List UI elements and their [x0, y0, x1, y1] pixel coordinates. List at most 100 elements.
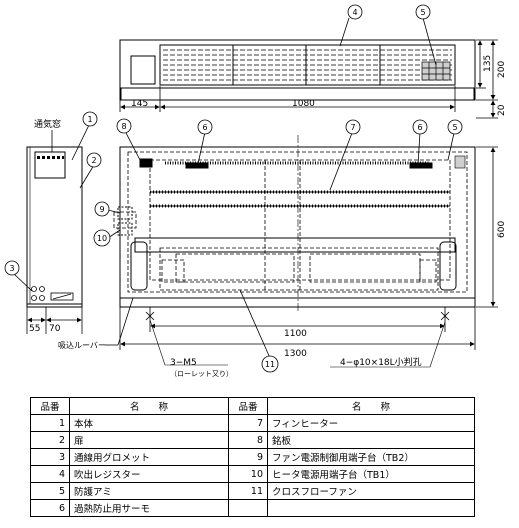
table-row: 3 通線用グロメット 9 ファン電源制御用端子台（TB2） [30, 448, 475, 466]
dim-55: 55 [29, 324, 40, 334]
part-no: 11 [228, 482, 268, 500]
terminal-block-tb1 [117, 222, 133, 236]
callout-6-left-text: 6 [202, 123, 207, 132]
col-part-no: 品番 [30, 397, 70, 415]
callout-2 [86, 152, 102, 168]
cross-flow-fan [134, 237, 456, 253]
col-part-name: 名 称 [69, 397, 229, 415]
callout-7-text: 7 [350, 123, 355, 132]
holes-label: 4−φ10×18L小判孔 [340, 356, 422, 368]
callout-8-text: 8 [121, 122, 126, 131]
callout-8 [116, 118, 132, 134]
dim-200: 200 [497, 61, 507, 78]
part-no: 1 [30, 414, 70, 432]
fin-heater [150, 190, 450, 208]
top-dimensions [119, 39, 498, 119]
outlet-register [159, 44, 456, 86]
dim-1100: 1100 [284, 329, 307, 339]
part-name: 本体 [69, 414, 229, 432]
part-name: フィンヒーター [267, 414, 475, 432]
part-name: クロスフローファン [267, 482, 475, 500]
part-no [228, 499, 268, 517]
part-name: ヒータ電源用端子台（TB1） [267, 465, 475, 483]
dim-1080: 1080 [292, 99, 315, 109]
callout-1 [82, 111, 98, 127]
callout-6-left [197, 119, 213, 135]
part-no: 2 [30, 431, 70, 449]
side-dimensions [26, 307, 83, 334]
vent-dots [37, 156, 64, 159]
callout-5-right [447, 119, 463, 135]
nameplate-window [130, 55, 156, 85]
dim-145: 145 [131, 99, 148, 109]
front-view [113, 146, 476, 308]
terminal-block-tb2 [117, 206, 133, 220]
callout-10-text: 10 [97, 234, 107, 243]
callout-10 [93, 229, 111, 247]
callout-1-text: 1 [87, 115, 92, 124]
callout-2-text: 2 [91, 156, 96, 165]
callout-11 [261, 355, 279, 373]
part-name: 防護アミ [69, 482, 229, 500]
callout-7 [345, 119, 361, 135]
protective-mesh [421, 61, 451, 81]
table-row: 2 扉 8 銘板 [30, 431, 475, 449]
callout-4-text: 4 [352, 8, 357, 17]
dim-1300: 1300 [284, 349, 307, 359]
callout-9 [94, 201, 110, 217]
top-view-front [120, 87, 475, 101]
callout-5-top [415, 4, 431, 20]
part-no: 8 [228, 431, 268, 449]
callout-3 [4, 260, 20, 276]
dim-70: 70 [49, 324, 61, 334]
vent-window [34, 151, 66, 179]
part-name: 通線用グロメット [69, 448, 229, 466]
part-name: ファン電源制御用端子台（TB2） [267, 448, 475, 466]
callout-9-text: 9 [99, 205, 104, 214]
callout-4 [347, 4, 363, 20]
top-view [119, 39, 476, 101]
dim-20: 20 [497, 104, 507, 116]
callouts [4, 4, 463, 373]
part-name: 銘板 [267, 431, 475, 449]
table-header-row: 品番 名 称 品番 名 称 [30, 397, 475, 415]
louver-label: 吸込ルーバー [58, 341, 106, 350]
table-row: 4 吹出レジスター 10 ヒータ電源用端子台（TB1） [30, 465, 475, 483]
table-row: 6 過熱防止用サーモ [30, 499, 475, 517]
part-no: 3 [30, 448, 70, 466]
part-name: 過熱防止用サーモ [69, 499, 229, 517]
part-no: 7 [228, 414, 268, 432]
side-view [26, 146, 83, 308]
col-part-no-2: 品番 [228, 397, 268, 415]
parts-table: 品番 名 称 品番 名 称 1 本体 7 フィンヒーター 2 扉 8 銘板 3 … [30, 397, 475, 517]
vent-window-label: 通気窓 [34, 118, 61, 130]
part-name: 吹出レジスター [69, 465, 229, 483]
register-slats [163, 49, 452, 81]
dim-600: 600 [497, 221, 507, 238]
m5-label: 3−M5 [170, 358, 197, 368]
callout-6-right [412, 119, 428, 135]
callout-5-right-text: 5 [452, 123, 457, 132]
internal-frame [113, 151, 468, 293]
front-view-body [119, 146, 476, 308]
part-name: 扉 [69, 431, 229, 449]
front-dimensions [119, 146, 498, 350]
dim-135: 135 [483, 55, 493, 72]
part-no: 6 [30, 499, 70, 517]
part-no: 10 [228, 465, 268, 483]
part-no: 4 [30, 465, 70, 483]
m5-note: （ローレット又り） [170, 370, 233, 378]
callout-5-top-text: 5 [420, 8, 425, 17]
nameplate [139, 158, 153, 168]
callout-11-text: 11 [265, 360, 275, 369]
part-name [267, 499, 475, 517]
part-no: 5 [30, 482, 70, 500]
table-row: 5 防護アミ 11 クロスフローファン [30, 482, 475, 500]
grommet [31, 286, 74, 301]
col-part-name-2: 名 称 [267, 397, 475, 415]
callout-3-text: 3 [9, 264, 14, 273]
table-row: 1 本体 7 フィンヒーター [30, 414, 475, 432]
callout-6-right-text: 6 [417, 123, 422, 132]
side-view-body [26, 146, 83, 308]
